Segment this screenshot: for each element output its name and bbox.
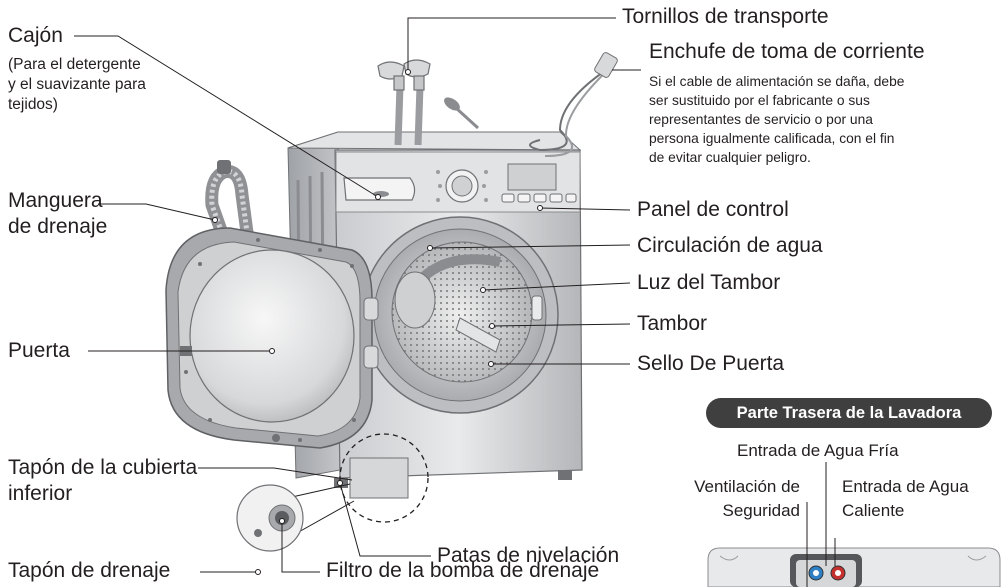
- label-sello: Sello De Puerta: [637, 352, 785, 375]
- display-panel: [507, 163, 557, 191]
- control-buttons: [501, 193, 577, 203]
- label-manguera: Manguera de drenaje: [8, 189, 108, 238]
- label-puerta: Puerta: [8, 339, 70, 362]
- label-tapon-drenaje: Tapón de drenaje: [8, 559, 171, 582]
- label-ventilacion: Ventilación de Seguridad: [694, 477, 800, 520]
- label-circulacion: Circulación de agua: [637, 234, 823, 257]
- label-enchufe: Enchufe de toma de corriente: [649, 40, 925, 63]
- rear-view-title: Parte Trasera de la Lavadora: [706, 398, 992, 428]
- label-patas: Patas de nivelación: [437, 544, 620, 567]
- label-luz: Luz del Tambor: [637, 271, 781, 294]
- label-tambor: Tambor: [637, 312, 708, 335]
- label-agua-caliente: Entrada de Agua Caliente: [842, 477, 969, 520]
- label-enchufe-note: Si el cable de alimentación se daña, deb…: [649, 74, 905, 165]
- detergent-drawer: [343, 177, 416, 201]
- rear-view: [707, 462, 1001, 587]
- label-dots: [212, 69, 543, 575]
- power-plug: [529, 52, 618, 157]
- label-filtro: Filtro de la bomba de drenaje: [326, 559, 600, 582]
- label-tornillos: Tornillos de transporte: [622, 5, 829, 28]
- drum-paddle: [455, 317, 501, 353]
- label-agua-fria: Entrada de Agua Fría: [737, 441, 899, 460]
- transport-bolts: [377, 59, 431, 146]
- drain-cap: [254, 529, 262, 537]
- lower-cover-cap: [349, 457, 409, 499]
- door-glass: [189, 249, 355, 423]
- label-tapon-cubierta: Tapón de la cubierta inferior: [8, 456, 198, 505]
- washer: [165, 52, 618, 552]
- label-cajon: Cajón: [8, 24, 63, 47]
- label-panel: Panel de control: [637, 198, 789, 221]
- drum-light: [531, 295, 543, 321]
- leader-lines: [74, 17, 641, 573]
- spanner-tool: [444, 97, 480, 130]
- label-cajon-note: (Para el detergente y el suavizante para…: [8, 56, 146, 113]
- washer-top: [287, 131, 582, 151]
